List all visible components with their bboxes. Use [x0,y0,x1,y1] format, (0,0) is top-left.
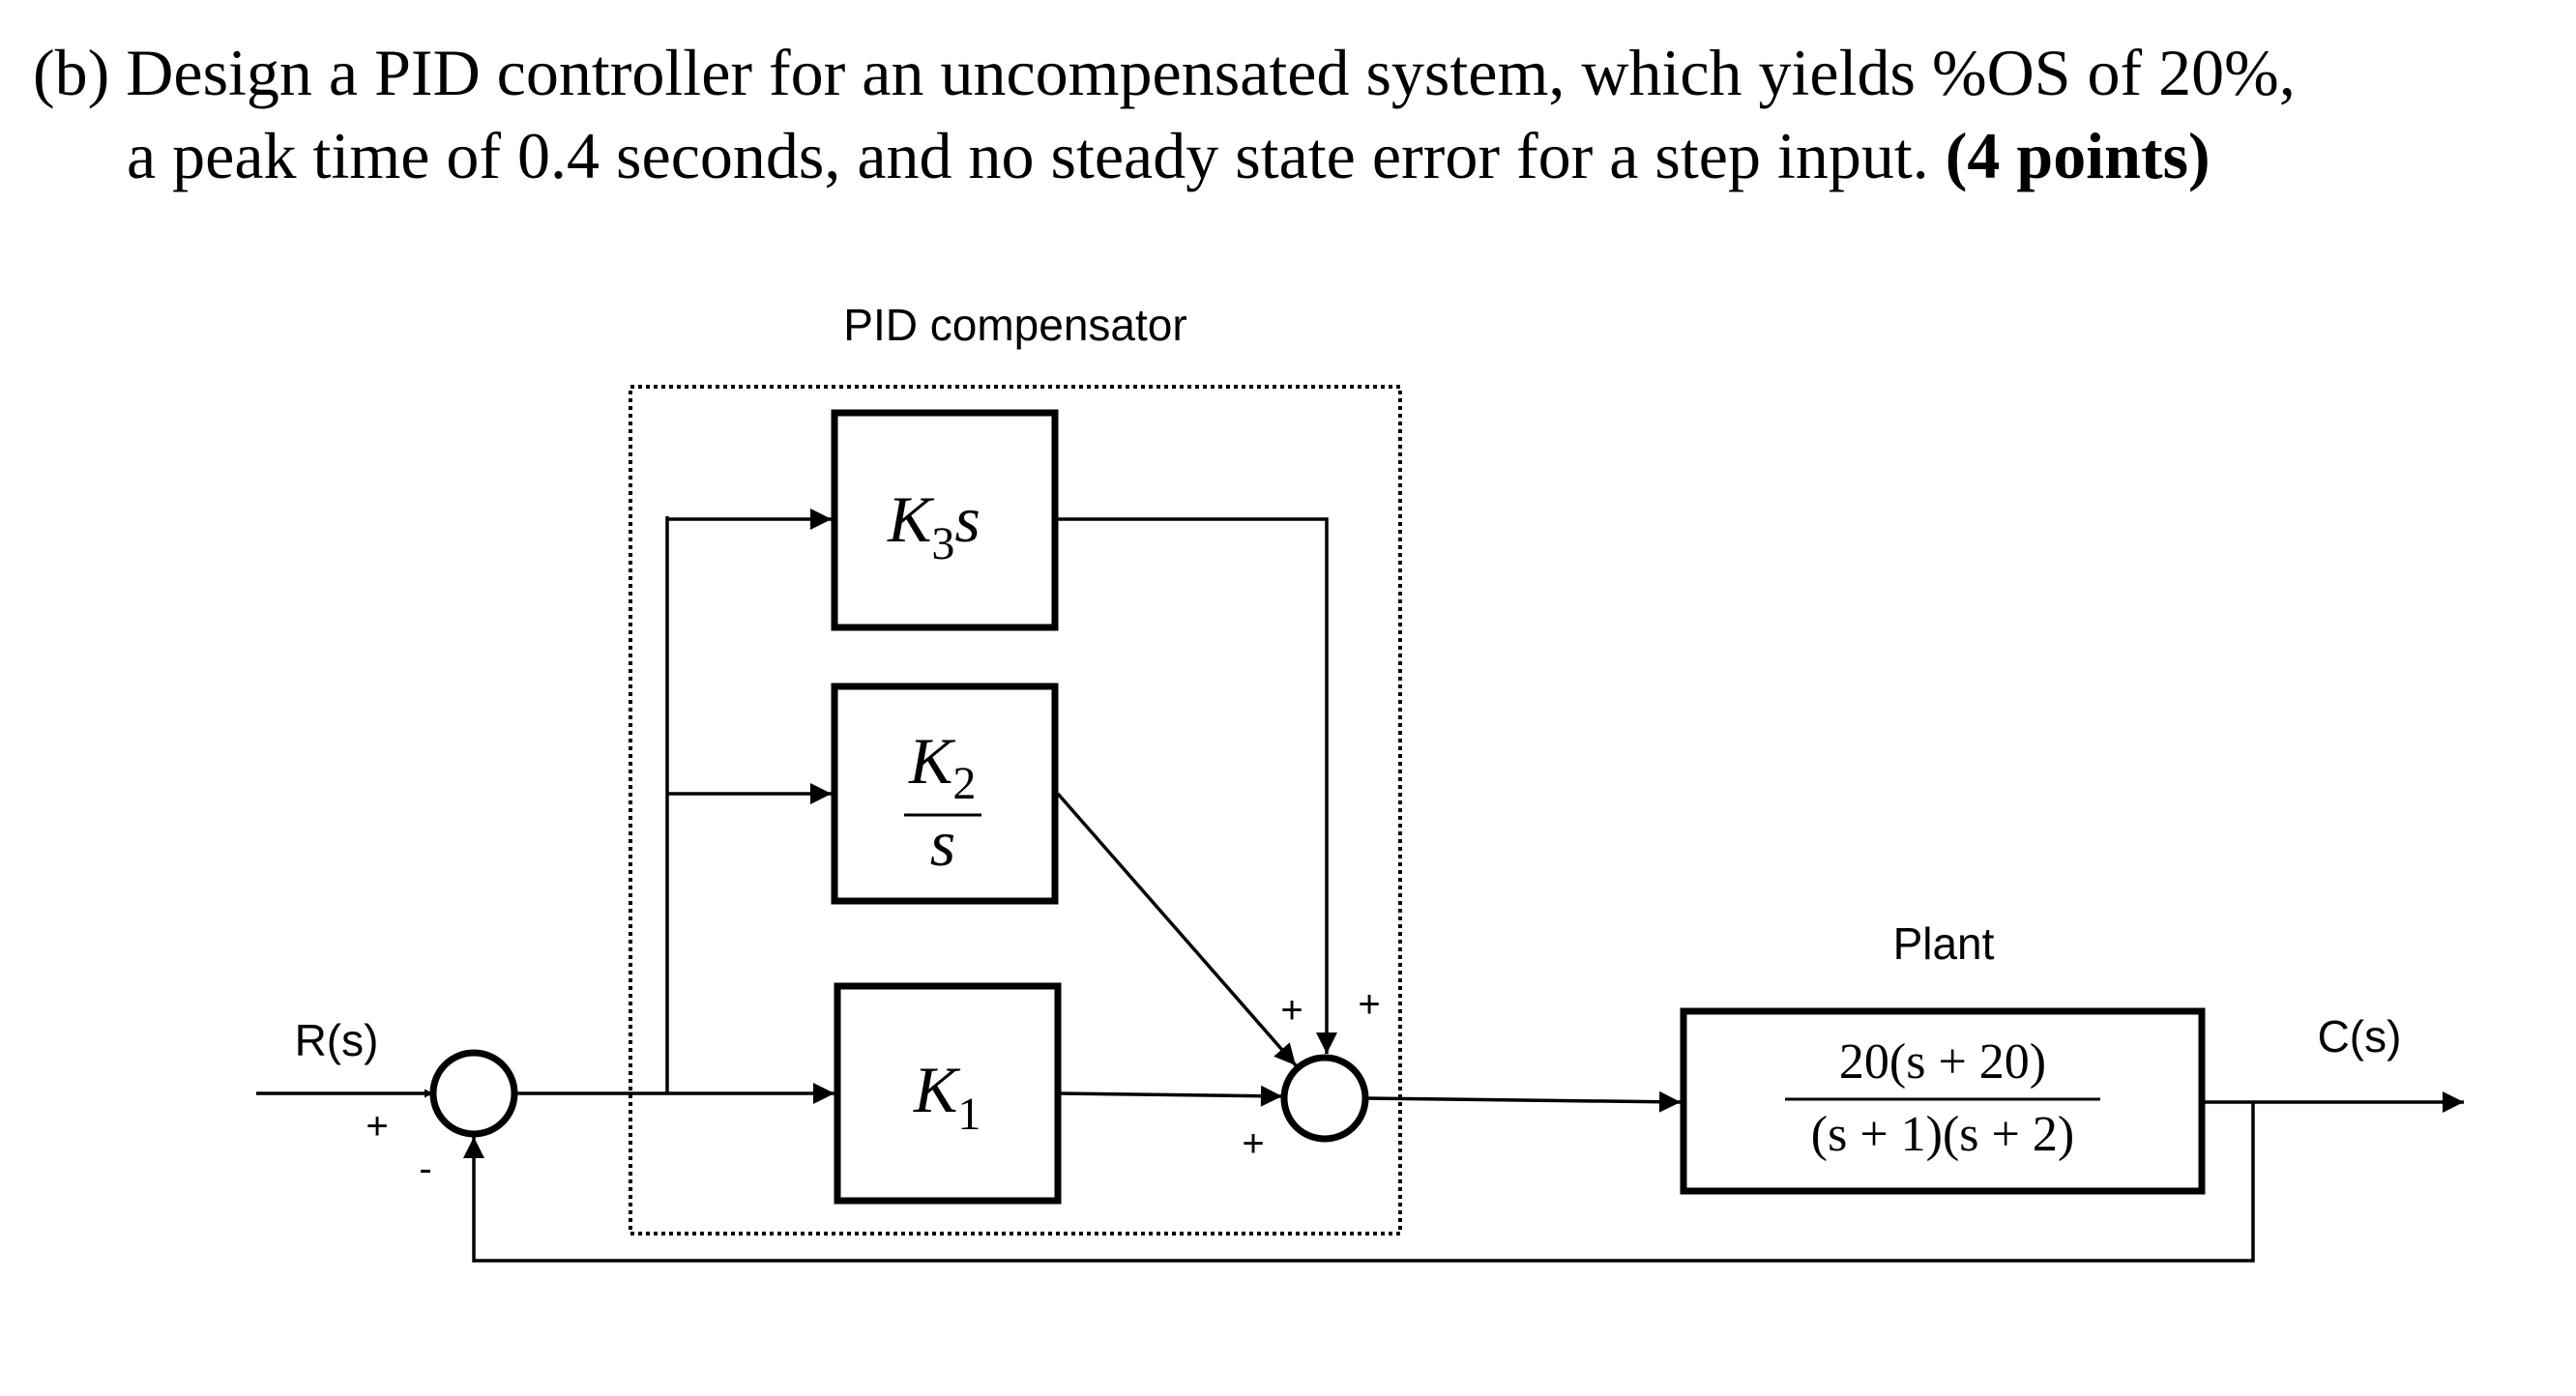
plant-block [1680,1007,2206,1195]
question-text: (b) Design a PID controller for an uncom… [33,31,2508,197]
proportional-block [834,982,1062,1205]
plant-label: Plant [1893,918,1995,969]
pid-compensator-label: PID compensator [843,300,1186,350]
integral-gain: K2 [908,724,976,809]
plant-denominator: (s + 1)(s + 2) [1811,1107,2074,1162]
pid-compensator-boundary [629,385,1402,1236]
sum-top-right-plus-sign: + [1358,983,1380,1026]
signal-lines [256,509,2464,1263]
plant-numerator: 20(s + 20) [1839,1034,2046,1090]
input-plus-sign: + [366,1105,388,1148]
proportional-output-line [1060,1085,1283,1107]
output-label: C(s) [2318,1011,2402,1062]
sum-bottom-plus-sign: + [1242,1122,1264,1165]
integral-output-line [1056,792,1298,1067]
error-summing-junction [429,1049,518,1138]
feedback-line [463,1102,2255,1263]
sum-top-left-plus-sign: + [1280,989,1303,1032]
question-line-2-text: a peak time of 0.4 seconds, and no stead… [127,119,1929,192]
integral-denominator: s [930,806,955,880]
question-points: (4 points) [1945,119,2210,192]
feedback-minus-sign: - [419,1148,431,1190]
question-line-2: a peak time of 0.4 seconds, and no stead… [33,114,2508,197]
question-line-1: (b) Design a PID controller for an uncom… [33,36,2296,109]
derivative-block [831,409,1059,631]
derivative-gain: K3s [887,482,981,569]
pid-summing-junction [1280,1054,1369,1143]
integral-block [831,683,1059,905]
derivative-output-line [1058,517,1337,1054]
proportional-gain: K1 [913,1053,981,1140]
input-label: R(s) [295,1015,379,1065]
controller-output-line [1364,1091,1682,1113]
